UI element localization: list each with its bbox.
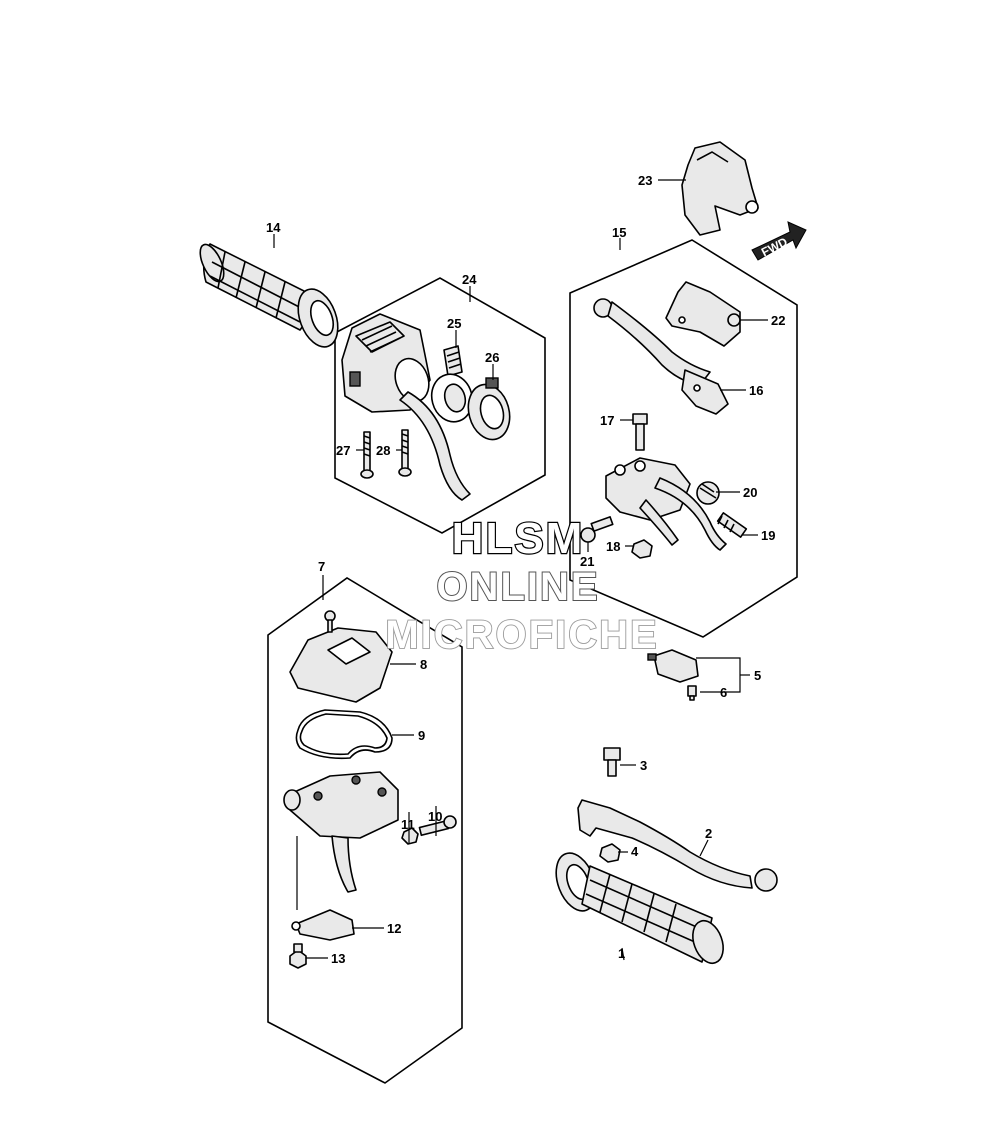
callout-20: 20 [743,485,757,500]
part-12-plate[interactable] [291,909,355,941]
leader-lines [273,179,768,961]
callout-5: 5 [754,668,761,683]
part-27-screw[interactable] [360,431,374,479]
callout-19: 19 [761,528,775,543]
watermark: HLSM ONLINE MICROFICHE [384,513,658,658]
callout-26: 26 [485,350,499,365]
part-20-cap[interactable] [696,481,720,505]
fwd-arrow-icon: FWD [751,221,807,261]
callout-18: 18 [606,539,620,554]
callout-10: 10 [428,809,442,824]
part-17-bolt[interactable] [632,413,648,451]
part-14-grip-left[interactable] [195,241,345,352]
callout-1: 1 [618,946,625,961]
callout-12: 12 [387,921,401,936]
part-19-screw[interactable] [716,512,748,538]
callout-15: 15 [612,225,626,240]
part-16-lever[interactable] [593,298,729,415]
part-8-cover[interactable] [289,610,393,703]
callout-13: 13 [331,951,345,966]
part-9-gasket[interactable] [295,709,393,760]
part-2-lever[interactable] [577,799,778,892]
part-6-screw[interactable] [687,685,697,701]
part-24-switch-assembly[interactable] [341,313,471,501]
part-15-master-cylinder[interactable] [605,457,727,551]
callout-22: 22 [771,313,785,328]
callout-2: 2 [705,826,712,841]
part-11-nut[interactable] [401,827,419,845]
callout-27: 27 [336,443,350,458]
part-4-nut[interactable] [599,843,621,863]
part-26-ring[interactable] [462,377,515,444]
callout-21: 21 [580,554,594,569]
group-box-24 [334,277,546,534]
callout-14: 14 [266,220,281,235]
callout-6: 6 [720,685,727,700]
part-7-housing[interactable] [283,771,399,910]
group-box-15 [569,239,798,638]
callout-4: 4 [631,844,639,859]
callout-3: 3 [640,758,647,773]
part-28-screw[interactable] [398,429,412,477]
part-5-switch[interactable] [647,649,699,683]
callout-25: 25 [447,316,461,331]
part-3-bolt[interactable] [603,747,621,777]
watermark-line-1: HLSM [452,514,585,563]
part-25-switch-knob[interactable] [426,345,477,426]
callout-8: 8 [420,657,427,672]
callout-23: 23 [638,173,652,188]
watermark-line-3: MICROFICHE [385,613,658,657]
callout-9: 9 [418,728,425,743]
group-box-7 [267,577,463,1084]
callout-7: 7 [318,559,325,574]
watermark-line-2: ONLINE [436,565,599,609]
part-22-bracket[interactable] [665,281,741,347]
callout-24: 24 [462,272,477,287]
callout-11: 11 [401,817,415,832]
part-18-nut[interactable] [631,539,653,559]
part-23-cover[interactable] [681,141,759,236]
part-1-grip-right[interactable] [549,848,729,968]
callout-16: 16 [749,383,763,398]
callout-17: 17 [600,413,614,428]
part-10-screw[interactable] [418,815,457,837]
part-13-bolt[interactable] [289,943,307,969]
callout-labels: 1 2 3 4 5 6 7 8 9 10 11 12 13 14 15 16 1… [266,173,785,966]
callout-28: 28 [376,443,390,458]
